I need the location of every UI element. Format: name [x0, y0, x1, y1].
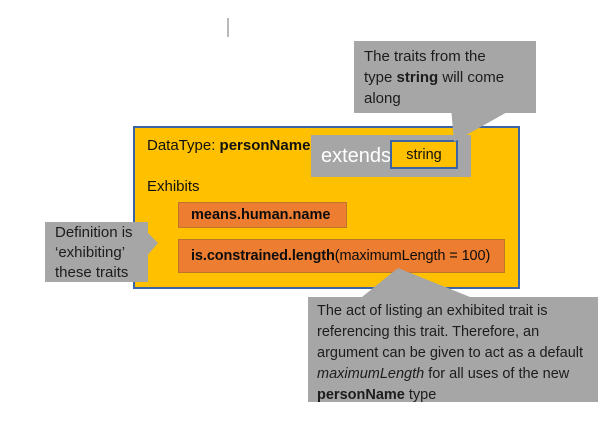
callout-left-line2: ‘exhibiting’	[55, 244, 126, 261]
trait-is-constrained-length-args: (maximumLength = 100)	[334, 248, 491, 264]
callout-traits-come-along: The traits from the type string will com…	[354, 41, 536, 113]
stray-cursor-line	[227, 18, 229, 37]
callout-left-line1: Definition is	[55, 224, 133, 241]
callout-top-line2-pre: type	[364, 69, 397, 86]
callout-bottom-line5-rest: type	[404, 387, 437, 403]
trait-is-constrained-length-label: is.constrained.length	[191, 248, 335, 264]
callout-exhibited-trait-referencing: The act of listing an exhibited trait is…	[308, 297, 598, 403]
string-type-label: string	[406, 146, 442, 163]
extends-label: extends	[321, 145, 392, 167]
trait-means-human-name: means.human.name	[178, 202, 347, 228]
string-type-shape: string	[390, 140, 458, 169]
callout-bottom-line1: The act of listing an exhibited trait is	[317, 303, 548, 319]
datatype-name: personName	[219, 137, 311, 154]
callout-bottom-line3: argument can be given to act as a defaul…	[317, 345, 584, 361]
exhibits-label: Exhibits	[147, 178, 200, 195]
callout-top-line1: The traits from the	[364, 48, 486, 65]
callout-left-line3: these traits	[55, 264, 129, 281]
extends-shape: extends string	[311, 135, 471, 177]
callout-top-line3: along	[364, 90, 401, 107]
trait-means-human-name-label: means.human.name	[191, 207, 331, 223]
callout-definition-exhibiting: Definition is ‘exhibiting’ these traits	[45, 222, 148, 282]
callout-bottom-line5-bold: personName	[317, 387, 405, 403]
trait-is-constrained-length: is.constrained.length (maximumLength = 1…	[178, 239, 505, 273]
datatype-title: DataType: personName	[147, 137, 310, 154]
callout-bottom-line4-rest: for all uses of the new	[424, 366, 570, 382]
callout-bottom-line4-italic: maximumLength	[317, 366, 425, 382]
callout-top-line2-post: will come	[438, 69, 505, 86]
callout-top-line2-bold: string	[396, 69, 439, 86]
datatype-shape: DataType: personName extends string Exhi…	[133, 126, 520, 289]
callout-bottom-line2: referencing this trait. Therefore, an	[317, 324, 540, 340]
datatype-label: DataType:	[147, 137, 220, 154]
